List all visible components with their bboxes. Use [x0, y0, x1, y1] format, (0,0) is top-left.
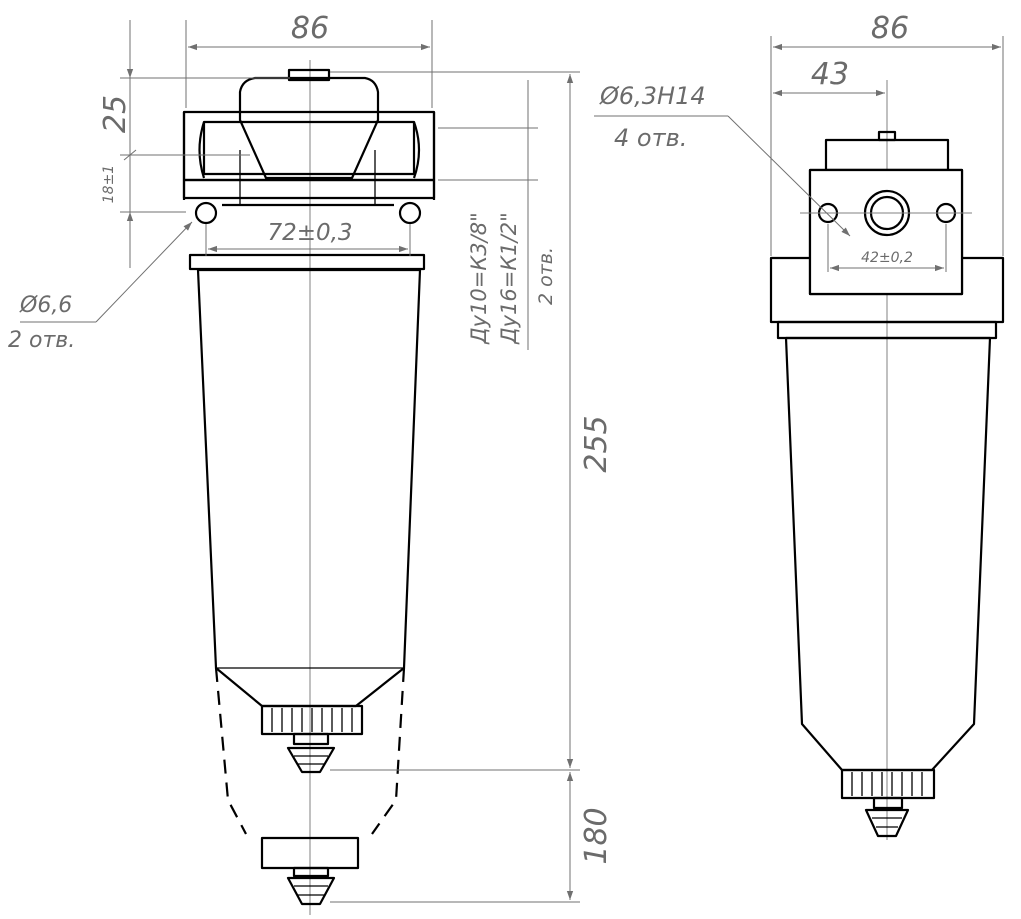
hole-diameter-label: Ø6,6	[19, 293, 72, 318]
removed-valve-neck	[292, 866, 330, 878]
side-width-label: 86	[871, 11, 909, 46]
bowl-body	[196, 268, 422, 708]
hole-count-label: 2 отв.	[8, 328, 75, 353]
right-port	[412, 112, 436, 200]
mount-hole-right	[398, 201, 422, 225]
port-size-line-2: Ду16=К1/2"	[497, 212, 521, 345]
top-height-label: 25	[98, 95, 133, 133]
side-valve-neck	[872, 796, 904, 810]
side-hole-diameter-label: Ø6,3Н14	[599, 82, 706, 110]
side-view: 86 43 Ø6,3Н14 4 отв. 42±0,2	[594, 11, 1005, 840]
left-port	[182, 112, 206, 200]
side-drain-nut-knurl	[851, 772, 923, 796]
removed-valve-cone	[286, 876, 336, 906]
side-hole-leader	[727, 115, 851, 237]
bowl-collar	[188, 253, 426, 271]
front-width-label: 86	[291, 11, 329, 46]
drain-nut-knurl	[271, 708, 353, 732]
port-count-label: 2 отв.	[535, 247, 557, 305]
hole-leader	[95, 221, 193, 323]
side-bowl-body	[784, 336, 992, 772]
front-top-nub	[287, 68, 331, 82]
removal-label: 180	[579, 807, 614, 864]
side-hole-spacing-label: 42±0,2	[861, 250, 913, 266]
side-hole-count-label: 4 отв.	[614, 124, 687, 152]
front-cap-dome	[238, 76, 380, 180]
side-valve-cone	[864, 808, 910, 838]
side-half-width-label: 43	[811, 57, 849, 92]
front-head-inner	[202, 120, 416, 176]
port-size-line-1: Ду10=К3/8"	[467, 212, 491, 345]
total-height-label: 255	[579, 415, 614, 472]
mount-hole-left	[194, 201, 218, 225]
front-view: 86 25 18±1 72±0,3 Ø6,6 2 отв. Ду10=К3/8"…	[8, 11, 614, 915]
port-height-label: 18±1	[101, 165, 117, 203]
drain-valve-neck	[292, 732, 330, 746]
hole-spacing-label: 72±0,3	[267, 220, 352, 246]
mounting-plate	[182, 178, 436, 200]
drain-valve-cone	[286, 746, 336, 774]
side-drain-nut	[840, 768, 936, 800]
